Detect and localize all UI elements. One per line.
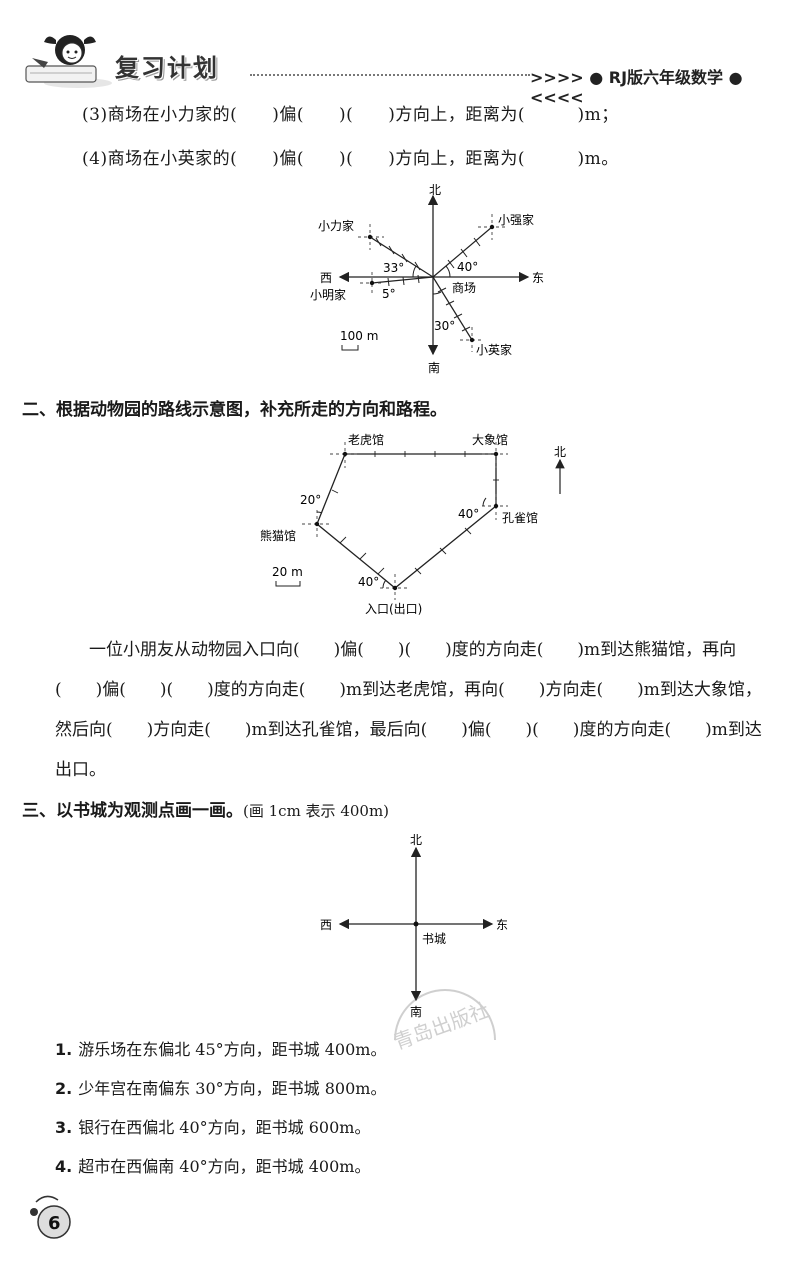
label-angle-40a: 40° <box>458 507 479 521</box>
label-angle-20: 20° <box>300 493 321 507</box>
task-3: 3.银行在西偏北 40°方向，距书城 600m。 <box>55 1118 371 1137</box>
bullet-icon: ● <box>728 68 743 87</box>
section2-paragraph: 一位小朋友从动物园入口向( )偏( )( )度的方向走( )m到达熊猫馆，再向(… <box>55 640 762 780</box>
zoo-route-diagram: 北 老虎馆 大象馆 熊猫馆 孔雀馆 入口(出口) 20° 40° 40° 20 … <box>260 432 566 616</box>
ray-xiaoming <box>371 276 434 284</box>
publisher-watermark-seal: 青岛出版社 <box>390 989 496 1055</box>
grade-text: RJ版六年级数学 <box>608 68 724 87</box>
location-dots <box>367 224 495 343</box>
label-xiaoli: 小力家 <box>318 218 354 233</box>
page-badge-icon: 6 <box>30 1195 71 1239</box>
label-xiaoming: 小明家 <box>310 287 346 302</box>
label-mall: 商场 <box>452 280 476 295</box>
label-panda: 熊猫馆 <box>260 528 296 543</box>
label-north: 北 <box>429 183 441 197</box>
arc-40a <box>482 497 487 507</box>
direction-diagram-mall: 北 南 东 西 小力家 小强家 小明家 小英家 商场 33° 40° 5° 30… <box>310 183 544 375</box>
book-city-axes[interactable]: 北 南 东 西 书城 <box>310 828 530 1023</box>
question-3: (3)商场在小力家的( )偏( )( )方向上，距离为( )m； <box>82 105 619 125</box>
question-4: (4)商场在小英家的( )偏( )( )方向上，距离为( )m。 <box>82 149 619 169</box>
label-angle-30: 30° <box>434 319 455 333</box>
label-south: 南 <box>410 1004 422 1019</box>
ray-xiaoqiang <box>432 226 493 278</box>
section3-title-text: 三、以书城为观测点画一画。 <box>22 801 243 821</box>
arc-33 <box>412 265 417 278</box>
task-4: 4.超市在西偏南 40°方向，距书城 400m。 <box>55 1157 371 1176</box>
scale-bar <box>341 345 359 351</box>
book-city-dot <box>413 921 419 927</box>
page-number-badge: 6 <box>22 1188 82 1248</box>
label-west: 西 <box>320 271 332 285</box>
task-1: 1.游乐场在东偏北 45°方向，距书城 400m。 <box>55 1040 387 1059</box>
section3-note: (画 1cm 表示 400m) <box>243 802 390 820</box>
label-peacock: 孔雀馆 <box>502 510 538 525</box>
label-entrance: 入口(出口) <box>365 602 422 616</box>
left-arrows: >>>> <box>530 68 584 87</box>
label-east: 东 <box>496 918 508 932</box>
label-book-city: 书城 <box>422 932 446 946</box>
header-dotted-line <box>250 74 530 76</box>
arc-40b <box>382 579 387 589</box>
arc-30 <box>432 291 442 295</box>
watermark-text: 青岛出版社 <box>390 998 492 1055</box>
task-2: 2.少年宫在南偏东 30°方向，距书城 800m。 <box>55 1079 387 1098</box>
label-scale-20m: 20 m <box>272 565 303 579</box>
label-angle-33: 33° <box>383 261 404 275</box>
bullet-icon: ● <box>589 68 604 87</box>
ray-xiaoli <box>369 236 434 278</box>
brand-title: 复习计划 <box>115 54 219 82</box>
girl-mascot-icon <box>25 35 112 88</box>
right-arrows: <<<< <box>530 88 584 107</box>
scale-bar-2 <box>275 581 301 587</box>
label-north: 北 <box>554 445 566 459</box>
route-polygon <box>316 453 497 589</box>
label-scale-100m: 100 m <box>340 329 378 343</box>
section2-title: 二、根据动物园的路线示意图，补充所走的方向和路程。 <box>22 400 447 420</box>
label-xiaoying: 小英家 <box>476 342 512 357</box>
section3-title: 三、以书城为观测点画一画。(画 1cm 表示 400m) <box>22 796 389 821</box>
route-ticks <box>331 451 499 575</box>
route-dots <box>314 451 499 591</box>
label-elephant: 大象馆 <box>472 432 508 447</box>
label-south: 南 <box>428 360 440 375</box>
label-north: 北 <box>410 833 422 847</box>
label-angle-40: 40° <box>457 260 478 274</box>
label-xiaoqiang: 小强家 <box>498 212 534 227</box>
arc-20 <box>316 511 323 514</box>
page-header: 复习计划 >>>> ● RJ版六年级数学 ● <<<< <box>0 0 800 107</box>
label-angle-5: 5° <box>382 287 396 301</box>
scale-ticks <box>375 237 481 332</box>
label-angle-40b: 40° <box>358 575 379 589</box>
arc-40 <box>445 265 451 278</box>
page-number: 6 <box>48 1213 61 1234</box>
label-tiger: 老虎馆 <box>348 432 384 447</box>
label-west: 西 <box>320 918 332 932</box>
label-east: 东 <box>532 271 544 285</box>
grade-label: >>>> ● RJ版六年级数学 ● <<<< <box>530 64 800 107</box>
